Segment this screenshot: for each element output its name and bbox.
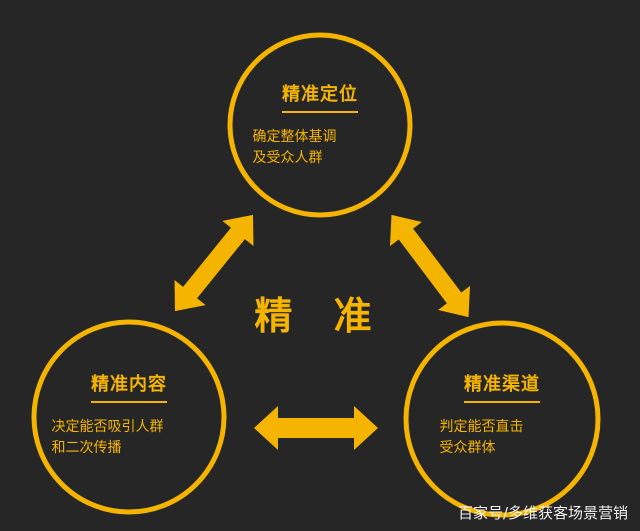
node-top: 精准定位 确定整体基调 及受众人群 [220,80,420,169]
node-right: 精准渠道 判定能否直击 受众群体 [402,370,602,459]
node-left-desc-line-1: 决定能否吸引人群 [51,419,164,435]
circle-top [227,32,413,218]
circle-right [403,320,601,518]
node-top-desc-line-2: 及受众人群 [252,150,323,166]
node-left-desc: 决定能否吸引人群 和二次传播 [52,417,207,459]
arrow-bottom [254,406,378,450]
node-top-title: 精准定位 [282,80,358,113]
node-top-desc: 确定整体基调 及受众人群 [253,127,388,169]
node-left: 精准内容 决定能否吸引人群 和二次传播 [29,370,229,459]
node-left-title: 精准内容 [91,370,167,403]
node-right-desc: 判定能否直击 受众群体 [440,417,565,459]
arrow-top-right [389,214,471,318]
watermark: 百家号/多维获客场景营销 [457,504,628,522]
node-right-desc-line-2: 受众群体 [439,440,496,456]
node-top-desc-line-1: 确定整体基调 [252,129,337,145]
center-label: 精 准 [254,294,386,338]
node-right-desc-line-1: 判定能否直击 [439,419,524,435]
node-left-desc-line-2: 和二次传播 [51,440,122,456]
circle-left [31,319,227,515]
arrow-top-left [174,214,254,312]
node-right-title: 精准渠道 [464,370,540,403]
